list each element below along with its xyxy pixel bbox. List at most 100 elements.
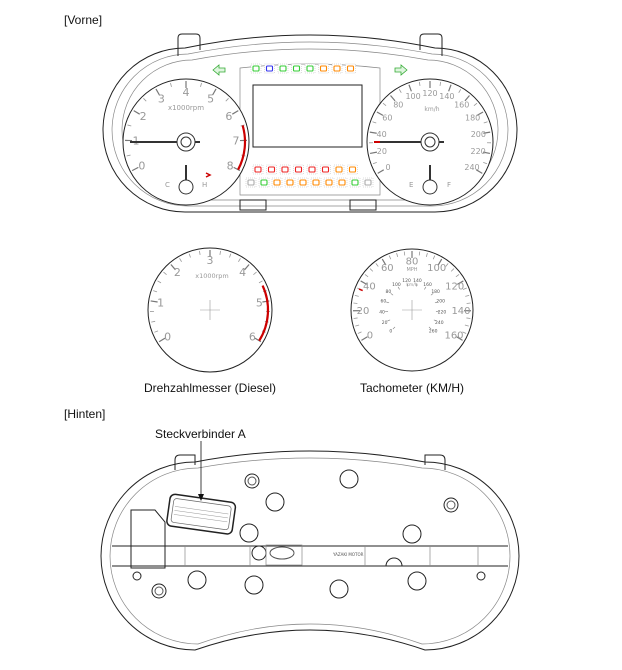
inner-gauge-label: 160 <box>423 282 432 288</box>
minor-tick <box>355 324 360 327</box>
gauge-label: 3 <box>207 254 214 267</box>
high-beam-icon <box>265 65 274 72</box>
gauge-label: 5 <box>256 296 263 309</box>
gauge-label: 1 <box>157 296 164 309</box>
minor-tick <box>372 121 377 124</box>
inner-gauge-label: 240 <box>435 320 444 326</box>
minor-tick <box>483 161 488 165</box>
brake-icon <box>294 166 303 173</box>
minor-tick <box>382 102 387 106</box>
major-tick <box>369 131 377 134</box>
minor-tick <box>253 271 257 275</box>
gauge-label: 100 <box>427 263 446 274</box>
mounting-hole <box>339 469 359 489</box>
gauge-label: 5 <box>207 92 214 105</box>
minor-tick <box>127 124 132 127</box>
minor-tick <box>170 82 172 87</box>
minor-tick <box>465 294 470 297</box>
gauge-label: 4 <box>239 266 246 279</box>
temp-high-label: H <box>202 181 207 189</box>
battery-icon <box>267 166 276 173</box>
major-tick <box>456 280 464 285</box>
esc-icon <box>351 179 359 186</box>
gauge-label: 2 <box>140 110 147 123</box>
door-open-icon <box>335 166 343 173</box>
mount-tab-right <box>419 33 443 56</box>
gauge-label: 2 <box>174 266 181 279</box>
inner-tick <box>390 293 394 296</box>
minor-tick <box>229 253 232 258</box>
inner-tick <box>424 286 427 290</box>
gauge-label: 80 <box>393 100 403 109</box>
minor-tick <box>163 271 167 275</box>
inner-tick <box>416 283 418 287</box>
warning-triangle-icon <box>333 65 341 72</box>
inner-gauge-label: 120 <box>402 278 411 284</box>
gauge-label: 80 <box>406 257 419 268</box>
inner-tick <box>430 293 434 296</box>
minor-tick <box>403 251 406 256</box>
mounting-hole <box>244 575 264 595</box>
major-tick <box>475 169 483 174</box>
gauge-label: 20 <box>377 147 387 156</box>
speed-limit-mark <box>358 288 363 292</box>
gauge-label: 180 <box>465 114 480 123</box>
minor-tick <box>418 251 421 256</box>
speed-inner-unit: km/h <box>406 282 418 288</box>
minor-tick <box>354 294 359 297</box>
low-washer-icon <box>346 65 355 72</box>
minor-tick <box>225 98 229 102</box>
major-tick <box>448 84 452 92</box>
mounting-hole <box>239 523 259 543</box>
speed-outer-unit: MPH <box>406 267 417 273</box>
position-light-icon <box>292 65 301 72</box>
bottom-indicators-row1 <box>252 164 358 175</box>
minor-tick <box>450 268 455 272</box>
manufacturer-label: YAZAKI MOTOR <box>332 552 364 557</box>
inner-tick <box>387 319 391 322</box>
speedometer-caption: Tachometer (KM/H) <box>360 381 464 395</box>
minor-tick <box>219 250 221 255</box>
airbag-icon <box>254 166 262 173</box>
inner-gauge-label: 220 <box>438 309 447 315</box>
minor-tick <box>418 81 421 86</box>
major-tick <box>408 84 412 92</box>
minor-tick <box>458 89 462 93</box>
major-tick <box>456 336 463 341</box>
major-tick <box>155 88 160 96</box>
inner-gauge-label: 60 <box>380 299 386 305</box>
mounting-hole <box>251 545 267 561</box>
seatbelt-icon <box>308 166 316 173</box>
minor-tick <box>258 280 263 284</box>
minor-tick <box>157 280 162 284</box>
inner-tick <box>397 286 400 290</box>
inner-tick <box>406 283 408 287</box>
gauge-label: 160 <box>444 331 463 342</box>
gauge-label: 0 <box>164 330 171 343</box>
major-tick <box>244 264 250 271</box>
minor-tick <box>462 331 467 334</box>
gauge-label: 0 <box>138 159 145 172</box>
connector-a-callout: Steckverbinder A <box>155 427 246 441</box>
major-tick <box>212 88 217 96</box>
minor-tick <box>179 258 182 262</box>
low-beam-icon <box>279 65 287 72</box>
redline-zone <box>237 125 247 171</box>
major-tick <box>476 111 484 116</box>
major-tick <box>376 111 384 116</box>
minor-tick <box>372 161 377 165</box>
minor-tick <box>473 102 478 106</box>
rear-fog-icon <box>319 65 328 72</box>
gauge-label: 0 <box>385 163 390 172</box>
major-tick <box>170 264 176 271</box>
locating-pin <box>476 571 486 581</box>
diesel-tach-caption: Drehzahlmesser (Diesel) <box>144 381 276 395</box>
rear-holes <box>132 469 486 599</box>
temp-low-label: C <box>165 181 170 189</box>
minor-tick <box>464 324 469 327</box>
brand-logo <box>269 546 295 560</box>
rear-tab-left <box>174 454 196 470</box>
inner-tick <box>428 326 432 330</box>
